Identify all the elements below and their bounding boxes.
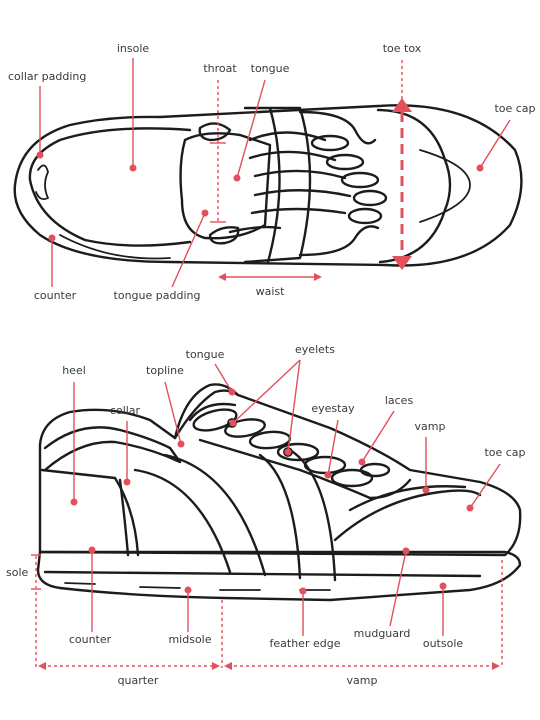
top-shoe-toe-line <box>419 149 471 223</box>
marker-tongue-top <box>233 174 241 182</box>
marker-eyelet-b <box>284 448 292 456</box>
side-shoe-stripe-a <box>133 468 232 574</box>
label-counter-top: counter <box>34 289 77 302</box>
top-shoe-stripe-b <box>266 106 281 264</box>
label-tongue-side: tongue <box>186 348 225 361</box>
label-outsole: outsole <box>423 637 464 650</box>
marker-counter-top <box>48 234 56 242</box>
side-shoe-heel-tab <box>40 468 140 557</box>
label-toe-cap-top: toe cap <box>494 102 535 115</box>
top-shoe-toecap-line <box>376 108 452 264</box>
label-throat: throat <box>203 62 237 75</box>
label-mudguard: mudguard <box>354 627 411 640</box>
top-view-annotations: insole collar padding throat tongue toe … <box>8 42 536 302</box>
arrow-toe-tox-up <box>392 98 412 112</box>
marker-vamp <box>422 486 430 494</box>
side-shoe-midsole-line <box>43 570 482 578</box>
side-shoe-eyestay <box>198 438 412 500</box>
label-topline: topline <box>146 364 184 377</box>
label-waist: waist <box>256 285 286 298</box>
marker-heel <box>70 498 78 506</box>
marker-tongue-padding <box>201 209 209 217</box>
marker-mudguard <box>402 547 410 555</box>
side-shoe-tread <box>64 582 331 591</box>
label-toe-tox: toe tox <box>383 42 422 55</box>
label-collar: collar <box>110 404 141 417</box>
side-shoe-vamp-line <box>348 485 467 512</box>
top-shoe-eyestay-top <box>298 110 377 145</box>
marker-midsole <box>184 586 192 594</box>
label-eyelets: eyelets <box>295 343 335 356</box>
label-toe-cap-side: toe cap <box>484 446 525 459</box>
top-shoe-heel-line <box>59 234 171 260</box>
marker-eyelet-a <box>229 419 237 427</box>
marker-collar-padding <box>36 151 44 159</box>
label-quarter: quarter <box>118 674 159 687</box>
label-feather-edge: feather edge <box>270 637 341 650</box>
top-shoe-stripe-a <box>243 106 312 264</box>
top-shoe-collar <box>28 127 192 247</box>
top-shoe-eyestay-bottom <box>298 225 380 257</box>
marker-outsole <box>439 582 447 590</box>
marker-laces <box>358 458 366 466</box>
label-sole: sole <box>6 566 29 579</box>
side-shoe-laces <box>188 402 391 488</box>
label-counter-side: counter <box>69 633 112 646</box>
label-collar-padding: collar padding <box>8 70 86 83</box>
marker-topline <box>177 440 185 448</box>
label-insole: insole <box>117 42 150 55</box>
side-shoe-sole <box>36 550 522 602</box>
arrow-toe-tox-down <box>392 256 412 270</box>
side-view-annotations: tongue eyelets heel topline collar eyest… <box>6 343 526 687</box>
side-view-shoe <box>36 383 522 602</box>
side-shoe-heel-line <box>118 478 130 557</box>
side-shoe-toe-line <box>333 489 482 542</box>
label-eyestay: eyestay <box>311 402 355 415</box>
top-shoe-tongue <box>179 132 272 240</box>
side-shoe-stripe-b <box>163 453 267 577</box>
marker-collar <box>123 478 131 486</box>
label-laces: laces <box>385 394 414 407</box>
top-view-shoe <box>13 104 523 267</box>
label-heel: heel <box>62 364 86 377</box>
top-shoe-collar-padding <box>35 164 49 201</box>
marker-counter-side <box>88 546 96 554</box>
top-shoe-outline <box>13 104 523 267</box>
top-shoe-laces <box>198 122 388 245</box>
side-shoe-stripe-c <box>258 453 302 580</box>
marker-feather-edge <box>299 587 307 595</box>
label-tongue-top: tongue <box>251 62 290 75</box>
marker-toe-cap-top <box>476 164 484 172</box>
marker-eyestay <box>324 471 332 479</box>
marker-insole <box>129 164 137 172</box>
side-shoe-collar <box>43 426 182 472</box>
label-vamp: vamp <box>415 420 446 433</box>
marker-tongue-side <box>228 388 236 396</box>
marker-toe-cap-side <box>466 504 474 512</box>
side-shoe-stripe-d <box>288 448 337 582</box>
label-midsole: midsole <box>168 633 211 646</box>
label-vamp-dimension: vamp <box>347 674 378 687</box>
label-tongue-padding: tongue padding <box>114 289 201 302</box>
